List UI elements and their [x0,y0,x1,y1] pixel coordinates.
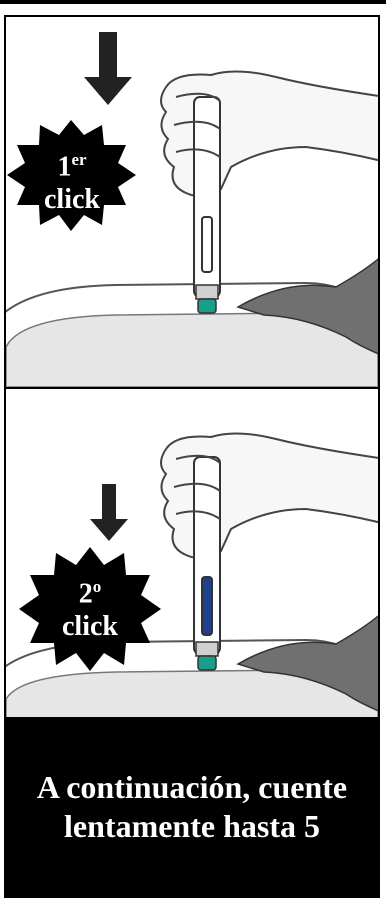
down-arrow-shaft [99,32,117,80]
step-2-number: 2 [79,578,93,609]
top-rule [0,0,386,4]
down-arrow-head [84,77,132,105]
pen-collar [196,285,218,299]
step-panel-1: 1er click [6,17,378,387]
instruction-banner: A continuación, cuente lentamente hasta … [6,717,378,896]
step-2-word: click [62,611,118,642]
pen-cap-teal [198,656,216,670]
step-2-suffix: o [93,577,102,596]
step-1-word: click [44,184,100,215]
step-1-badge-label: 1er click [26,150,118,216]
instruction-figure: 1er click 2o click A continuación, cuent… [4,15,380,898]
pen-collar [196,642,218,656]
down-arrow-head [90,519,128,541]
down-arrow-shaft [102,484,116,522]
instruction-line-2: lentamente hasta 5 [64,807,320,845]
pen-window [202,217,212,272]
step-panel-2: 2o click [6,389,378,719]
pen-cap-teal [198,299,216,313]
pen-window-filled [202,577,212,635]
step-2-illustration [6,389,378,719]
instruction-line-1: A continuación, cuente [37,768,347,806]
step-2-badge-label: 2o click [44,577,136,643]
step-1-number: 1 [57,151,71,182]
step-1-suffix: er [71,150,86,169]
